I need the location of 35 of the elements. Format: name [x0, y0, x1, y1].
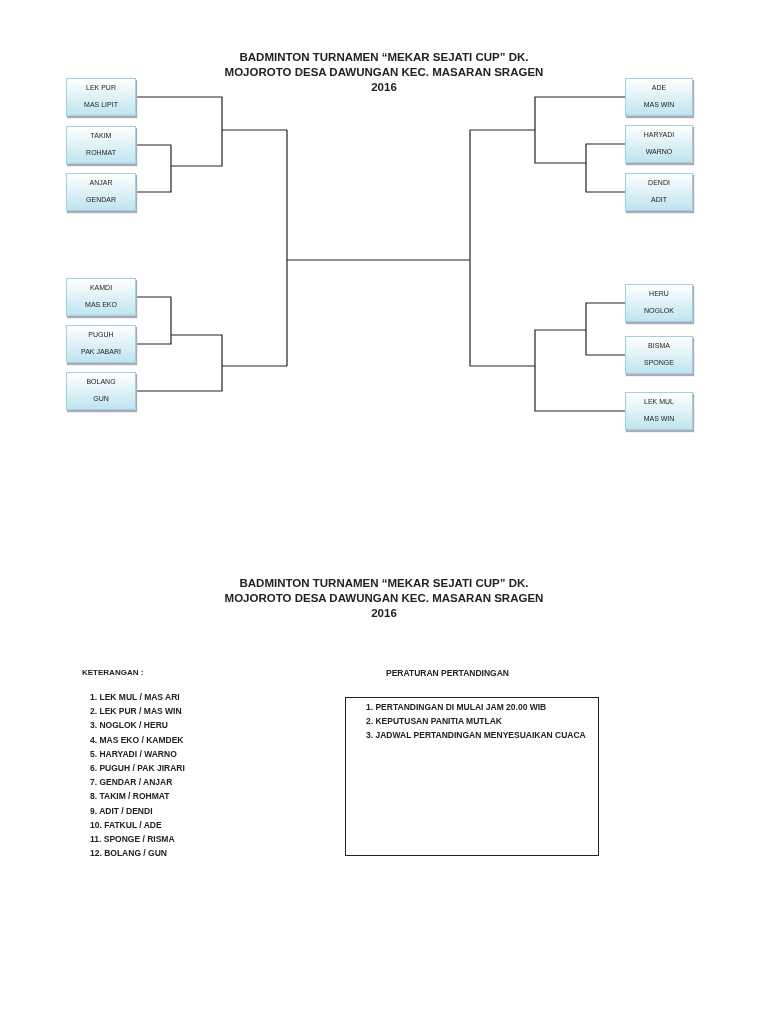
bracket-line — [585, 143, 626, 193]
team-box — [66, 325, 136, 363]
list-item: 2. LEK PUR / MAS WIN — [90, 706, 182, 717]
team-box — [625, 392, 693, 430]
list-item: 1. LEK MUL / MAS ARI — [90, 692, 180, 702]
team-box — [66, 278, 136, 316]
team-box — [66, 173, 136, 211]
list-item: 9. ADIT / DENDI — [90, 805, 153, 816]
tournament-title: BADMINTON TURNAMEN “MEKAR SEJATI CUP” DK. MOJOROTO DESA DAWUNGAN KEC. MASARAN SRAGEN 2016 — [224, 50, 544, 95]
list-item: 10. FATKUL / ADE — [90, 819, 162, 830]
tournament-title: BADMINTON TURNAMEN “MEKAR SEJATI CUP” DK. MOJOROTO DESA DAWUNGAN KEC. MASARAN SRAGEN 2016 — [224, 576, 544, 621]
team-box — [625, 284, 693, 322]
list-item: 6. PUGUH / PAK JIRARI — [90, 763, 185, 773]
team-box — [625, 78, 693, 116]
team-box — [625, 336, 693, 374]
team-box — [66, 78, 136, 116]
team-box — [625, 125, 693, 163]
rules-heading: PERATURAN PERTANDINGAN — [386, 668, 509, 678]
list-item: 4. MAS EKO / KAMDEK — [90, 734, 184, 745]
team-box — [625, 173, 693, 211]
rule-item: 2. KEPUTUSAN PANITIA MUTLAK — [366, 716, 502, 726]
team-box — [66, 126, 136, 164]
rule-item: 3. JADWAL PERTANDINGAN MENYESUAIKAN CUACA — [366, 730, 586, 740]
list-item: 12. BOLANG / GUN — [90, 848, 167, 859]
list-item: 8. TAKIM / ROHMAT — [90, 791, 170, 802]
list-item: 7. GENDAR / ANJAR — [90, 777, 173, 788]
list-item: 3. NOGLOK / HERU — [90, 720, 168, 731]
list-item: 11. SPONGE / RISMA — [90, 834, 175, 844]
rule-item: 1. PERTANDINGAN DI MULAI JAM 20.00 WIB — [366, 702, 547, 712]
list-heading: KETERANGAN : — [82, 668, 144, 677]
bracket-line — [135, 144, 172, 193]
team-box — [66, 372, 136, 410]
bracket-line — [585, 302, 626, 356]
list-item: 5. HARYADI / WARNO — [90, 748, 177, 759]
bracket-line — [135, 296, 172, 345]
